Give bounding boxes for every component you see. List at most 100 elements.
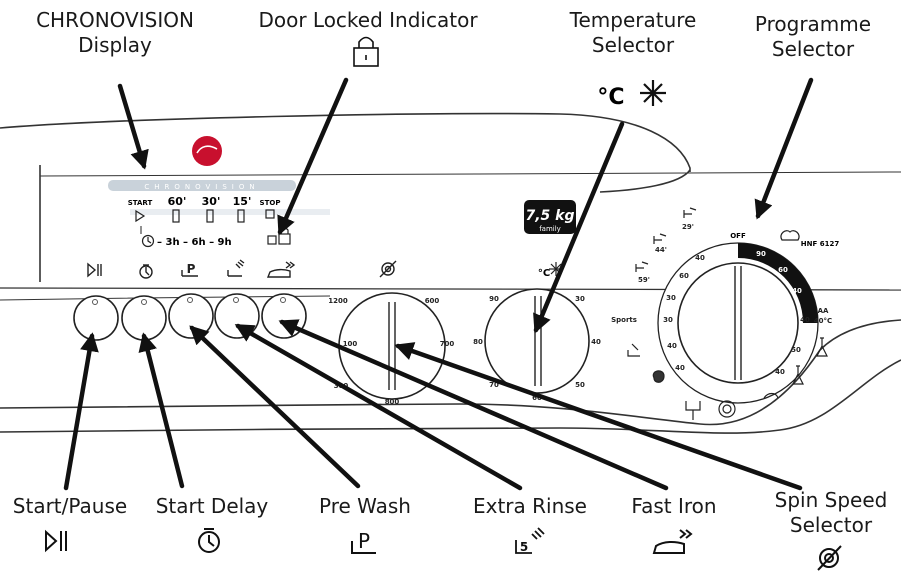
pre-wash-label: Pre Wash [318, 494, 411, 518]
arrow-spin-speed [394, 342, 803, 491]
prog-right-90: 90 [756, 250, 766, 258]
aa-label: AA [818, 307, 829, 315]
start-pause-icon [87, 262, 102, 278]
wool-icon [780, 230, 800, 241]
quick-wash-icon-29 [683, 207, 697, 218]
prog-left-60: 60 [679, 272, 689, 280]
capacity-badge: 7,5 kg family [524, 200, 576, 234]
timeline-start: START [128, 199, 153, 207]
extra-rinse-button[interactable] [214, 293, 260, 339]
programme-symbols [627, 207, 828, 420]
spin-speed-selector-label: Spin Speed Selector [774, 488, 888, 537]
button-icons: P [87, 259, 397, 279]
quick-wash-icon-44 [653, 233, 667, 244]
flask-icon-upper [816, 337, 828, 357]
temp-40: 40 [591, 338, 601, 346]
pre-wash-icon: P [181, 262, 198, 277]
start-delay-large-icon [198, 528, 220, 553]
prog-left-40c: 40 [695, 254, 705, 262]
temp-30: 30 [575, 295, 585, 303]
spin-1200: 1200 [328, 297, 348, 305]
fast-iron-large-icon [652, 529, 693, 554]
model-number: HNF 6127 [801, 240, 840, 248]
timeline-stop: STOP [260, 199, 281, 207]
snowflake-icon [640, 80, 666, 106]
door-locked-padlock-icon [353, 36, 379, 67]
capacity-text: 7,5 kg [525, 208, 574, 224]
extra-rinse-icon [227, 259, 245, 277]
door-locked-indicator-label: Door Locked Indicator [258, 8, 478, 32]
temp-50: 50 [575, 381, 585, 389]
prog-left-30: 30 [663, 316, 673, 324]
prog-left-29: 29' [682, 223, 694, 231]
programme-off: OFF [730, 232, 746, 240]
pre-wash-button[interactable] [168, 293, 214, 339]
extra-rinse-label: Extra Rinse [472, 494, 587, 518]
arrow-extra-rinse [234, 323, 523, 491]
spin-speed-large-icon [817, 545, 842, 571]
arrow-fast-iron [278, 319, 669, 491]
temp-60: 60 [532, 394, 542, 402]
prog-right-40a: 40 [792, 287, 802, 295]
rinse-icon [627, 343, 640, 357]
timeline-leds [172, 209, 291, 245]
timeline-15: 15' [233, 195, 252, 208]
start-delay-label: Start Delay [155, 494, 269, 518]
fast-iron-label: Fast Iron [631, 494, 717, 518]
spin-600: 600 [425, 297, 440, 305]
spin-100: 100 [343, 340, 358, 348]
start-triangle-icon [135, 209, 146, 223]
svg-text:P: P [187, 262, 196, 276]
pre-wash-large-icon: P [351, 529, 376, 554]
extra-rinse-large-icon: 5 [515, 527, 545, 554]
temperature-dial[interactable]: 90 30 40 50 60 70 80 [473, 288, 601, 402]
prog-left-40a: 40 [667, 342, 677, 350]
programme-cotton-band [738, 243, 818, 323]
spin-800: 800 [385, 398, 400, 406]
arrow-pre-wash [189, 325, 361, 489]
arrow-start-delay [138, 332, 185, 489]
arrow-temperature [533, 121, 625, 334]
svg-text:5: 5 [520, 540, 528, 554]
temp-90: 90 [489, 295, 499, 303]
programme-sports: Sports [611, 316, 637, 324]
start-pause-large-icon [45, 529, 67, 553]
programme-selector-label: Programme Selector [754, 12, 872, 61]
prog-left-40b: 40 [675, 364, 685, 372]
fast-iron-icon [266, 261, 296, 278]
prog-right-40c: 40 [775, 368, 785, 376]
start-delay-icon [139, 264, 153, 279]
prog-right-60: 60 [778, 266, 788, 274]
spin-dry-icon [763, 392, 779, 399]
hoover-logo-icon [192, 136, 222, 166]
buttons-row [73, 293, 307, 341]
arrow-start-pause [63, 332, 99, 491]
temperature-units-symbol: °C [597, 85, 624, 110]
prog-left-59: 59' [638, 276, 650, 284]
temp-dial-units: °C [538, 268, 550, 279]
programme-dial[interactable]: OFF 90 60 40 40 50 40 AA 40°C 29' 44' 59… [611, 207, 832, 420]
chronovision-display: CHRONOVISION START 60' 30' 15' STOP – 3h… [108, 180, 330, 248]
button-leds [92, 297, 286, 305]
prog-left-30b: 30 [666, 294, 676, 302]
temperature-selector-label: Temperature Selector [569, 8, 697, 57]
temp-80: 80 [473, 338, 483, 346]
capacity-sub-text: family [539, 225, 561, 233]
hand-wash-icon [652, 370, 665, 383]
start-delay-button[interactable] [121, 295, 167, 341]
start-pause-button[interactable] [73, 295, 119, 341]
start-pause-label: Start/Pause [12, 494, 128, 518]
quick-wash-icon-59 [635, 261, 649, 272]
prog-right-40b: 40 [800, 316, 810, 324]
delay-hours: – 3h – 6h – 9h [157, 237, 232, 248]
arrow-door-locked [277, 77, 349, 236]
prog-right-50: 50 [791, 346, 801, 354]
temp-70: 70 [489, 381, 499, 389]
drain-icon [685, 401, 701, 420]
spin-700: 700 [440, 340, 455, 348]
timeline-60: 60' [168, 195, 187, 208]
svg-text:P: P [358, 529, 370, 553]
spin-speed-icon [379, 260, 397, 278]
prog-left-44: 44' [655, 246, 667, 254]
